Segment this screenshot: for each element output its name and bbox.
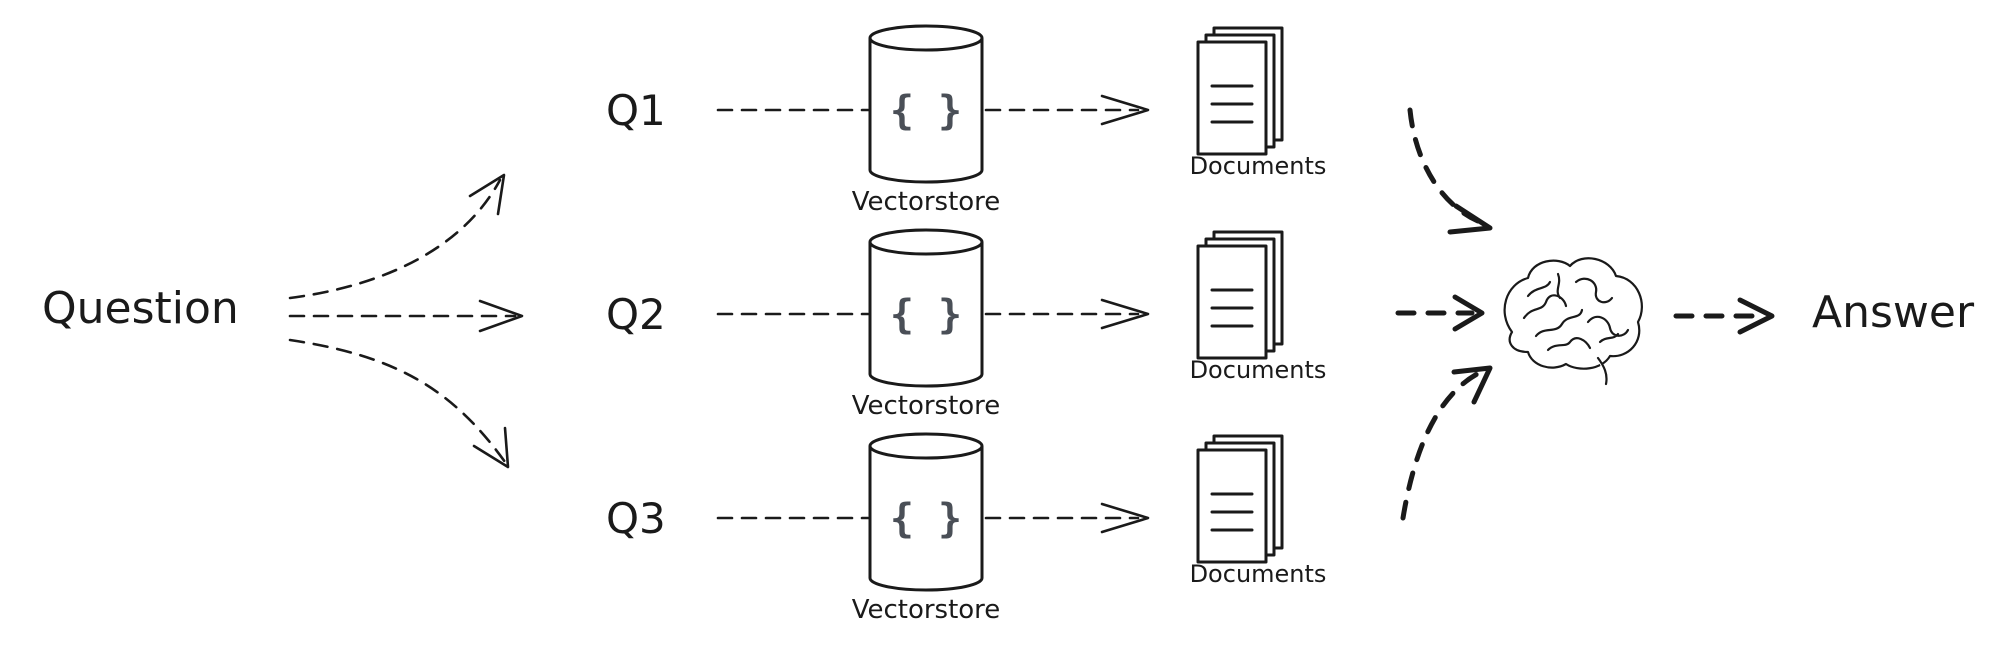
query-row-1: Q1 { } Vectorstore Documents: [606, 24, 1327, 217]
answer-label: Answer: [1812, 287, 1975, 338]
document-stack-icon: [1196, 434, 1284, 564]
vectorstore-symbol: { }: [890, 496, 962, 542]
vectorstore-symbol: { }: [890, 292, 962, 338]
vectorstore-label-2: Vectorstore: [852, 391, 1001, 421]
documents-label-1: Documents: [1190, 152, 1327, 180]
arrow-question-to-q1: [288, 173, 506, 300]
brain-icon: [1503, 257, 1643, 386]
query-label-q1: Q1: [606, 86, 666, 135]
arrow-brain-to-answer: [1673, 297, 1775, 335]
vectorstore-icon: { }: [868, 24, 984, 184]
query-label-q2: Q2: [606, 290, 666, 339]
vectorstore-label-3: Vectorstore: [852, 595, 1001, 625]
arrow-docs1-to-brain: [1407, 107, 1493, 235]
query-row-2: Q2 { } Vectorstore Documents: [606, 228, 1327, 421]
vectorstore-icon: { }: [868, 432, 984, 592]
fan-out-arrows: [288, 173, 524, 469]
question-label: Question: [42, 283, 239, 334]
documents-label-2: Documents: [1190, 356, 1327, 384]
document-stack-icon: [1196, 230, 1284, 360]
converge-arrows: [1395, 107, 1493, 521]
arrow-docs2-to-brain: [1395, 294, 1485, 332]
arrow-docs3-to-brain: [1400, 365, 1493, 521]
arrow-question-to-q2: [288, 299, 524, 333]
query-label-q3: Q3: [606, 494, 666, 543]
query-row-3: Q3 { } Vectorstore Documents: [606, 432, 1327, 625]
vectorstore-icon: { }: [868, 228, 984, 388]
arrow-question-to-q3: [288, 338, 510, 469]
documents-label-3: Documents: [1190, 560, 1327, 588]
vectorstore-symbol: { }: [890, 88, 962, 134]
vectorstore-label-1: Vectorstore: [852, 187, 1001, 217]
document-stack-icon: [1196, 26, 1284, 156]
